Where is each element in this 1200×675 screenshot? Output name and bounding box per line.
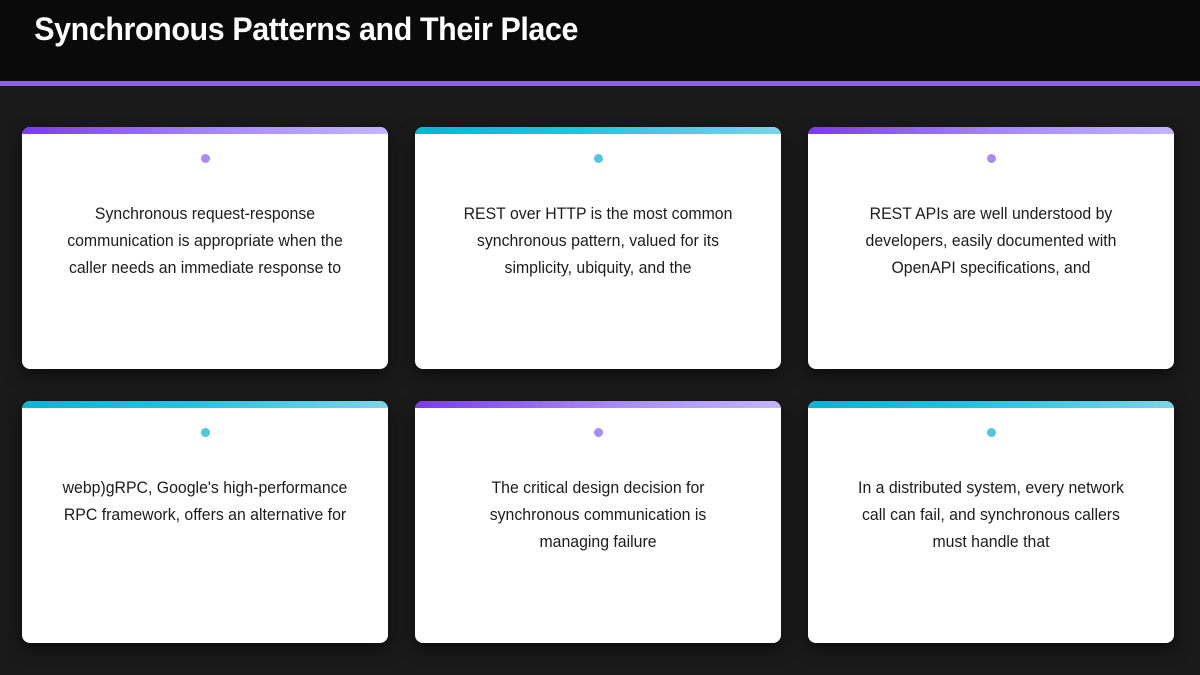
card-dot-icon xyxy=(200,154,210,163)
card-text: The critical design decision for synchro… xyxy=(489,479,707,551)
card-dot-icon xyxy=(986,154,996,163)
content-card[interactable]: In a distributed system, every network c… xyxy=(808,401,1174,643)
card-dot-icon xyxy=(593,428,603,437)
card-accent-bar xyxy=(808,401,1174,408)
content-card[interactable]: REST APIs are well understood by develop… xyxy=(808,127,1174,369)
card-dot-icon xyxy=(200,428,210,437)
card-body: REST APIs are well understood by develop… xyxy=(808,163,1174,369)
card-body: Synchronous request-response communicati… xyxy=(22,163,388,369)
card-body: REST over HTTP is the most common synchr… xyxy=(415,163,781,369)
page-title: Synchronous Patterns and Their Place xyxy=(34,11,579,47)
card-grid: Synchronous request-response communicati… xyxy=(0,86,1200,675)
card-accent-bar xyxy=(415,401,781,408)
card-body: In a distributed system, every network c… xyxy=(808,437,1174,643)
card-text: In a distributed system, every network c… xyxy=(858,479,1124,551)
card-accent-bar xyxy=(808,127,1174,134)
header-divider xyxy=(0,81,1200,86)
card-accent-bar xyxy=(415,127,781,134)
card-body: The critical design decision for synchro… xyxy=(415,437,781,643)
card-dot-icon xyxy=(986,428,996,437)
card-text: webp)gRPC, Google's high-performance RPC… xyxy=(62,479,348,524)
content-card[interactable]: webp)gRPC, Google's high-performance RPC… xyxy=(22,401,388,643)
card-accent-bar xyxy=(22,127,388,134)
content-card[interactable]: Synchronous request-response communicati… xyxy=(22,127,388,369)
card-dot-icon xyxy=(593,154,603,163)
card-text: REST APIs are well understood by develop… xyxy=(865,205,1117,277)
card-text: REST over HTTP is the most common synchr… xyxy=(463,205,733,277)
content-card[interactable]: The critical design decision for synchro… xyxy=(415,401,781,643)
card-accent-bar xyxy=(22,401,388,408)
slide-header: Synchronous Patterns and Their Place xyxy=(0,0,1200,86)
card-text: Synchronous request-response communicati… xyxy=(67,205,343,277)
content-card[interactable]: REST over HTTP is the most common synchr… xyxy=(415,127,781,369)
card-body: webp)gRPC, Google's high-performance RPC… xyxy=(22,437,388,643)
